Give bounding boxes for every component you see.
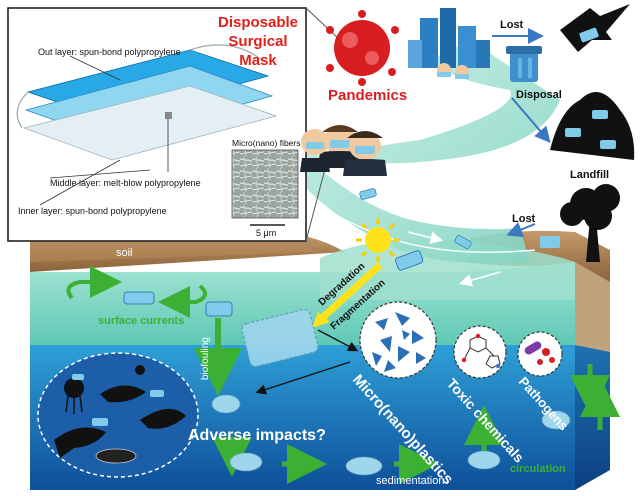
sun-icon — [356, 218, 400, 262]
lost-right-label: Lost — [512, 213, 536, 225]
toxic-chemicals-circle — [453, 325, 507, 379]
river-flow-arrow — [407, 231, 444, 244]
floating-mask — [205, 301, 233, 317]
inset-title-line-3: Mask — [239, 52, 277, 69]
ear-loop — [189, 44, 263, 61]
adverse-impacts-label: Adverse impacts? — [188, 427, 326, 444]
sedimentation-label: sedimentation — [376, 475, 445, 487]
fiber-micrograph — [231, 149, 299, 219]
pathogens-circle — [517, 331, 563, 377]
degraded-mask — [241, 308, 319, 368]
disposal-label: Disposal — [516, 89, 562, 101]
surface-currents-label: surface currents — [98, 315, 184, 327]
disposal-arrow — [511, 97, 551, 144]
pandemics-label: Pandemics — [328, 87, 407, 104]
fiber-zoom-marker — [165, 112, 172, 119]
inset-title-line-2: Surgical — [228, 33, 287, 50]
circulation-label: circulation — [510, 463, 566, 475]
bird-icon — [560, 4, 630, 52]
fragmentation-arrow — [317, 329, 359, 352]
mask-inset — [7, 7, 341, 242]
landfill-label: Landfill — [570, 169, 609, 181]
masked-people-icon — [300, 125, 387, 176]
impact-arrow — [255, 361, 351, 395]
microplastics-circle — [359, 301, 437, 379]
degradation-arrow — [317, 262, 383, 323]
tree-icon — [540, 184, 620, 262]
inset-labels: Disposable Surgical Mask Out layer: spun… — [18, 14, 301, 238]
soil-label: soil — [116, 247, 133, 259]
lost-right-arrow — [506, 222, 536, 237]
trash-bin-icon — [506, 46, 542, 82]
fibers-label: Micro(nano) fibers — [232, 138, 301, 148]
middle-layer-label: Middle layer: melt-blow polypropylene — [50, 178, 201, 188]
scale-bar-label: 5 μm — [256, 228, 276, 238]
lost-top-label: Lost — [500, 19, 524, 31]
upper-labels: Pandemics Lost Disposal Landfill Lost — [328, 19, 609, 225]
river-flow-arrow — [458, 271, 501, 287]
floating-mask — [123, 291, 155, 305]
virus-icon — [326, 10, 399, 86]
ear-loop — [16, 91, 29, 129]
floating-mask — [359, 188, 472, 271]
surface-current-arrow — [66, 266, 122, 300]
inset-title-line-1: Disposable — [218, 14, 298, 31]
inner-layer — [22, 85, 278, 161]
soil-side-face — [575, 262, 610, 352]
surface-current-arrow — [158, 284, 208, 318]
marine-life-circle — [37, 352, 199, 478]
city-icon — [408, 8, 490, 79]
out-layer-label: Out layer: spun-bond polypropylene — [38, 47, 181, 57]
river — [290, 40, 560, 264]
landfill-icon — [550, 92, 635, 160]
biofouling-label: biofouling — [200, 337, 211, 380]
sedimentation-path — [211, 394, 571, 484]
inner-layer-label: Inner layer: spun-bond polypropylene — [18, 206, 167, 216]
